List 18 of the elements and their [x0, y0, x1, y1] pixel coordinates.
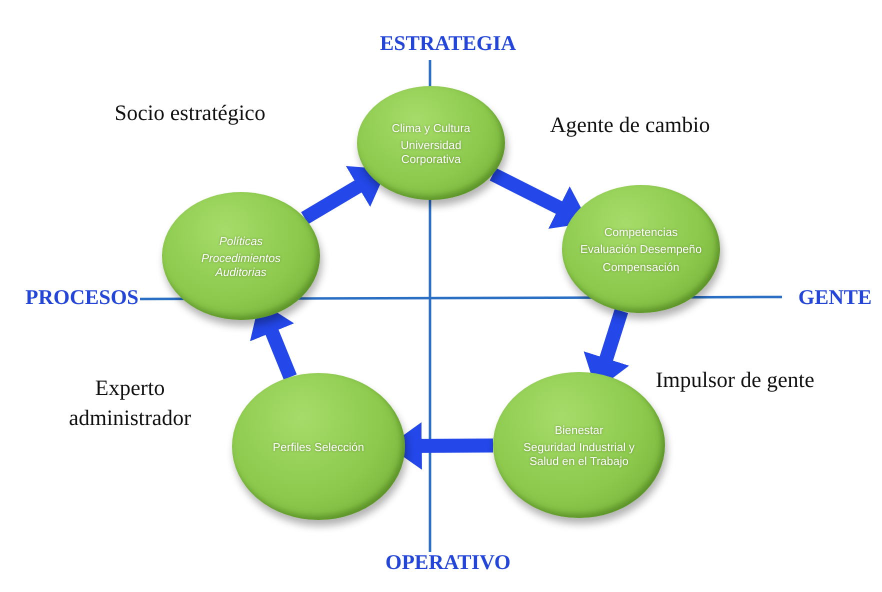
- node-text: Seguridad Industrial y Salud en el Trabajo: [522, 442, 636, 469]
- node-text: Políticas: [219, 236, 263, 250]
- node-text: Procedimientos Auditorias: [200, 253, 282, 280]
- role-label: Impulsor de gente: [654, 366, 816, 394]
- node-text: Clima y Cultura: [392, 123, 470, 136]
- node-text: Competencias: [604, 227, 678, 240]
- role-label: Socio estratégico: [114, 99, 266, 127]
- node-text: Perfiles Selección: [272, 442, 364, 456]
- axis-label: GENTE: [798, 285, 872, 310]
- role-label: Agente de cambio: [548, 111, 712, 139]
- node-text: Evaluación Desempeño: [580, 244, 702, 258]
- node-text: Bienestar: [554, 425, 604, 438]
- axis-label: OPERATIVO: [385, 550, 511, 575]
- axis-label: ESTRATEGIA: [380, 31, 516, 56]
- node-text: Universidad Corporativa: [400, 140, 462, 167]
- node-text: Compensación: [602, 262, 680, 275]
- axis-label: PROCESOS: [25, 285, 139, 310]
- role-label: Experto administrador: [68, 374, 192, 432]
